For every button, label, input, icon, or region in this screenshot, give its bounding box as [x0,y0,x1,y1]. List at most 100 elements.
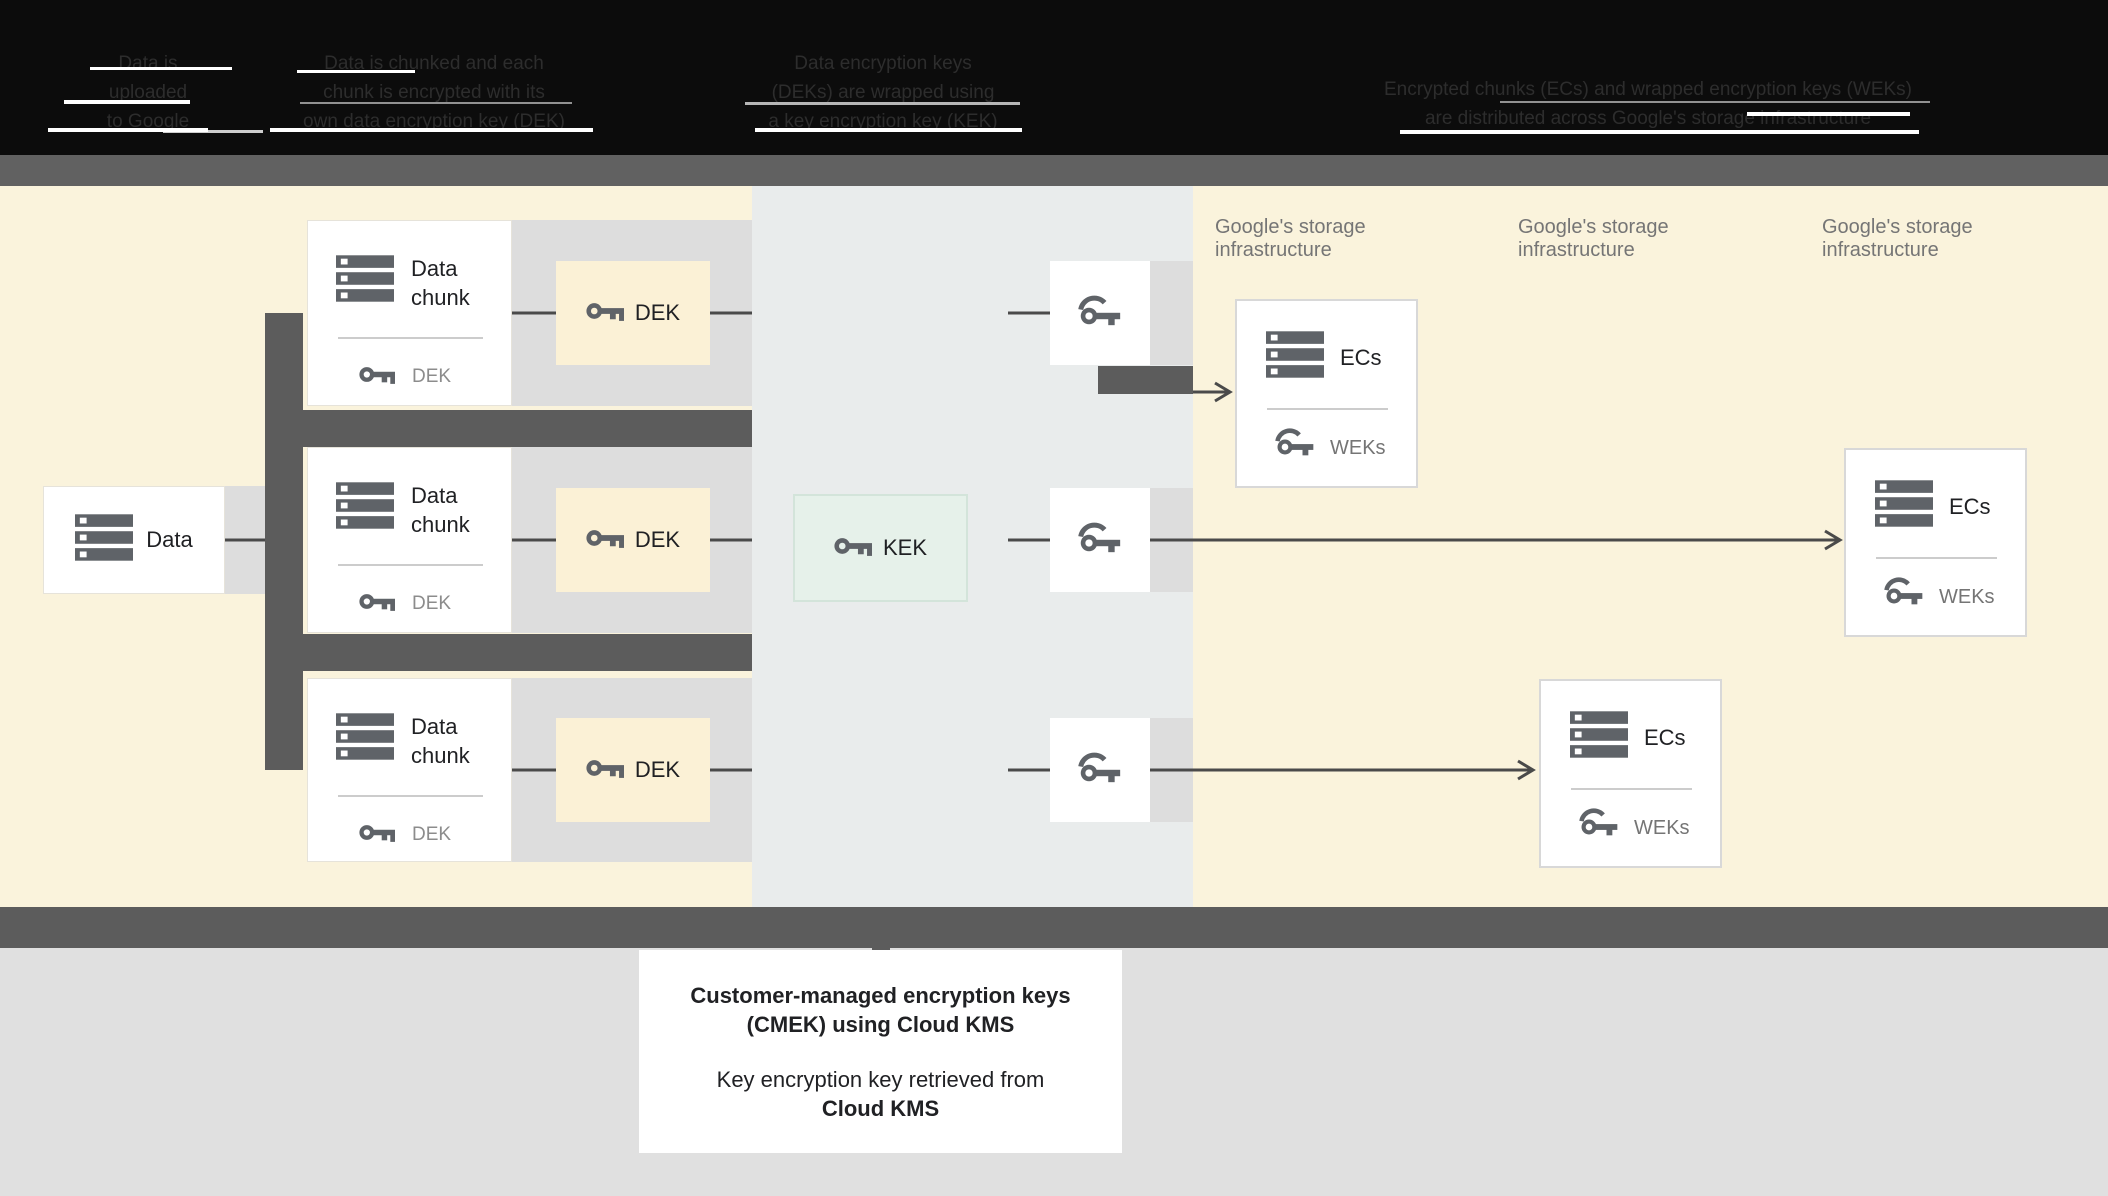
glitch-underline [755,128,1022,132]
storage-stack-icon [336,482,394,534]
header-step-1-line: uploaded [108,82,188,103]
top-gray-divider-band [0,155,2108,186]
storage-label-line: infrastructure [1822,239,1939,261]
header-step-1: Data is uploaded to Google [28,49,268,136]
key-icon [586,758,624,783]
header-band: Data is uploaded to Google Data is chunk… [0,0,2108,155]
chunk-title: Data chunk [411,481,470,539]
wrapped-key-box-2 [1050,488,1150,592]
storage-infrastructure-label-2: Google's storage infrastructure [1518,216,1778,262]
data-chunk-box-2: Data chunk DEK [307,447,512,633]
ec-box-2: ECs WEKs [1844,448,2027,637]
caption-title: Customer-managed encryption keys (CMEK) … [639,981,1122,1039]
key1-stub [1150,261,1193,365]
key3-stub [1150,718,1193,822]
storage-infrastructure-label-3: Google's storage infrastructure [1822,216,2082,262]
caption-body-line: Cloud KMS [821,1096,940,1121]
wrapped-key-icon [1884,576,1924,611]
header-step-4-line: Encrypted chunks (ECs) and wrapped encry… [1384,79,1912,100]
caption-body-line: Key encryption key retrieved from [716,1067,1045,1092]
header-step-1-line: Data is [118,53,178,74]
key-icon [834,536,872,561]
storage-stack-icon [1570,711,1628,763]
kek-box: KEK [793,494,968,602]
data-chunk-box-1: Data chunk DEK [307,220,512,406]
glitch-underline [90,67,232,70]
chunk-title-line: chunk [411,512,470,537]
key2-stub [1150,488,1193,592]
glitch-underline [1500,101,1930,103]
caption-card: Customer-managed encryption keys (CMEK) … [639,950,1122,1153]
glitch-underline [297,70,415,73]
storage-label-line: Google's storage [1215,216,1366,238]
divider [1267,408,1388,410]
wrapped-key-icon [1078,751,1122,789]
storage-label-line: Google's storage [1518,216,1669,238]
storage-stack-icon [1266,331,1324,383]
ec-box-3: ECs WEKs [1539,679,1722,868]
header-step-2-line: chunk is encrypted with its [323,82,545,103]
wrapped-key-box-1 [1050,261,1150,365]
storage-stack-icon [75,514,134,566]
key-icon [586,528,624,553]
wrapped-key-icon [1078,521,1122,559]
divider [1876,557,1997,559]
key-icon [586,301,624,326]
chunk-title-line: chunk [411,743,470,768]
ec-box-title: ECs [1340,345,1382,370]
dek-box-label: DEK [634,757,681,782]
storage-stack-icon [336,255,394,307]
dek-box-2: DEK [556,488,710,592]
dek-box-label: DEK [634,300,681,325]
storage-label-line: infrastructure [1518,239,1635,261]
header-step-2: Data is chunked and each chunk is encryp… [264,49,604,136]
header-step-3-line: (DEKs) are wrapped using [771,82,995,103]
caption-body: Key encryption key retrieved from Cloud … [639,1065,1122,1123]
header-step-4: Encrypted chunks (ECs) and wrapped encry… [1318,75,1978,133]
chunk-title-line: Data [411,483,458,508]
data-connector-stub [225,486,265,594]
row1-thick-arrow-bar [1098,366,1193,394]
storage-stack-icon [336,713,394,765]
chunk-dek-label: DEK [412,824,452,845]
caption-title-line: (CMEK) using Cloud KMS [746,1012,1015,1037]
key-icon [359,365,395,389]
glitch-underline [64,100,190,104]
header-step-3-line: a key encryption key (KEK) [768,111,998,132]
divider [338,564,483,566]
chunk-title-line: Data [411,256,458,281]
key-icon [359,592,395,616]
glitch-underline [270,128,593,132]
ec-box-title: ECs [1644,725,1686,750]
chunk-title: Data chunk [411,712,470,770]
glitch-underline [745,102,1020,105]
dek-box-3: DEK [556,718,710,822]
dek-box-1: DEK [556,261,710,365]
header-step-1-line: to Google [106,111,190,132]
glitch-underline [48,128,208,132]
data-chunk-box-3: Data chunk DEK [307,678,512,862]
fanout-band-2 [265,634,752,671]
header-step-3-line: Data encryption keys [794,53,972,74]
data-box-label: Data [146,527,193,552]
chunk-title-line: chunk [411,285,470,310]
fanout-band-1 [265,410,752,447]
ec-box-1: ECs WEKs [1235,299,1418,488]
chunk-title-line: Data [411,714,458,739]
wrapped-key-icon [1078,294,1122,332]
glitch-underline [300,102,572,104]
divider [338,795,483,797]
wrapped-key-box-3 [1050,718,1150,822]
header-step-2-line: Data is chunked and each [324,53,544,74]
chunk-title: Data chunk [411,254,470,312]
ec-weks-label: WEKs [1939,586,1995,608]
key-icon [359,823,395,847]
kek-box-label: KEK [882,535,928,560]
fanout-trunk [265,313,303,770]
ec-weks-label: WEKs [1634,817,1690,839]
header-step-2-line: own data encryption key (DEK) [303,111,565,132]
bottom-gray-band [0,907,2108,948]
header-step-3: Data encryption keys (DEKs) are wrapped … [713,49,1053,136]
dek-box-label: DEK [634,527,681,552]
